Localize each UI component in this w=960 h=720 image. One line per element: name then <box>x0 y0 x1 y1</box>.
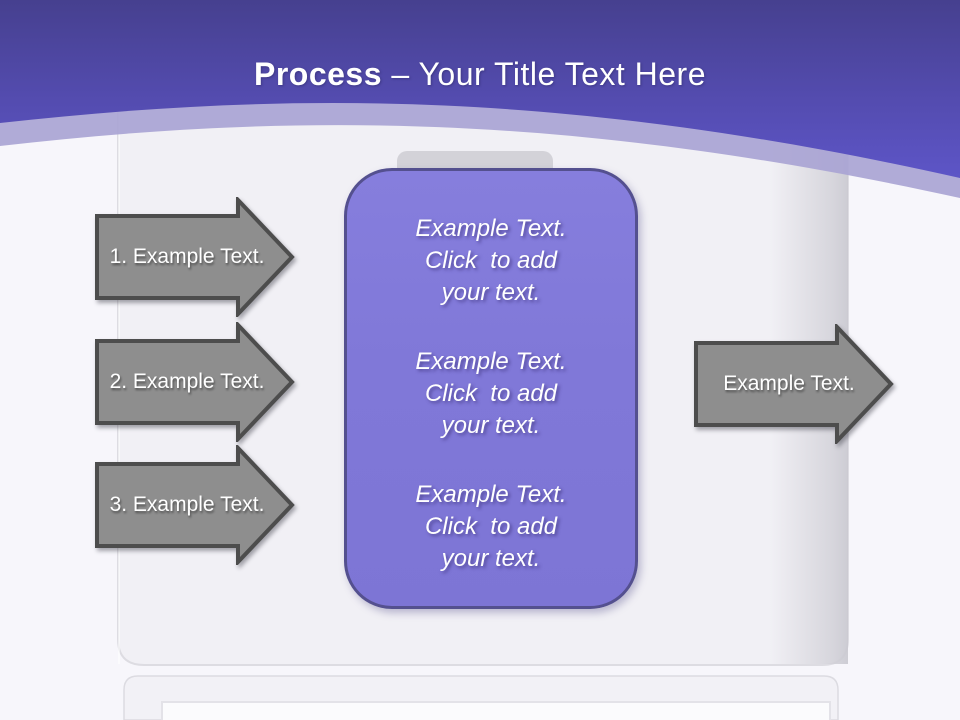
arrow-label: 1. Example Text. <box>109 245 265 268</box>
purple-header-shape <box>0 0 960 178</box>
slide-title: Process – Your Title Text Here <box>0 52 960 96</box>
block-arrow-shape <box>694 324 894 444</box>
process-arrow-1[interactable]: 1. Example Text. <box>95 197 295 317</box>
placeholder-line: Click to add <box>424 247 558 274</box>
block-arrow-shape <box>95 322 295 442</box>
placeholder-text-block[interactable]: Example Text. Click to add your text. <box>415 213 566 309</box>
placeholder-text-block[interactable]: Example Text. Click to add your text. <box>415 346 566 442</box>
arrow-label: Example Text. <box>723 372 855 395</box>
placeholder-line: Click to add <box>424 513 558 540</box>
placeholder-line: Example Text. <box>415 215 567 242</box>
title-emphasis: Process <box>253 56 383 92</box>
process-arrow-3[interactable]: 3. Example Text. <box>95 445 295 565</box>
placeholder-line: your text. <box>441 545 541 572</box>
result-arrow[interactable]: Example Text. <box>694 324 894 444</box>
placeholder-line: Click to add <box>424 380 558 407</box>
placeholder-line: your text. <box>441 279 541 306</box>
process-arrow-2[interactable]: 2. Example Text. <box>95 322 295 442</box>
arrow-label: 2. Example Text. <box>109 370 265 393</box>
center-text-panel[interactable]: Example Text. Click to add your text. Ex… <box>344 168 638 609</box>
placeholder-line: Example Text. <box>415 348 567 375</box>
arrow-label: 3. Example Text. <box>109 493 265 516</box>
panel-stack-3 <box>161 701 831 720</box>
block-arrow-shape <box>95 197 295 317</box>
title-rest: – Your Title Text Here <box>382 56 706 92</box>
placeholder-text-block[interactable]: Example Text. Click to add your text. <box>415 479 566 575</box>
placeholder-line: your text. <box>441 412 541 439</box>
block-arrow-shape <box>95 445 295 565</box>
placeholder-line: Example Text. <box>415 481 567 508</box>
